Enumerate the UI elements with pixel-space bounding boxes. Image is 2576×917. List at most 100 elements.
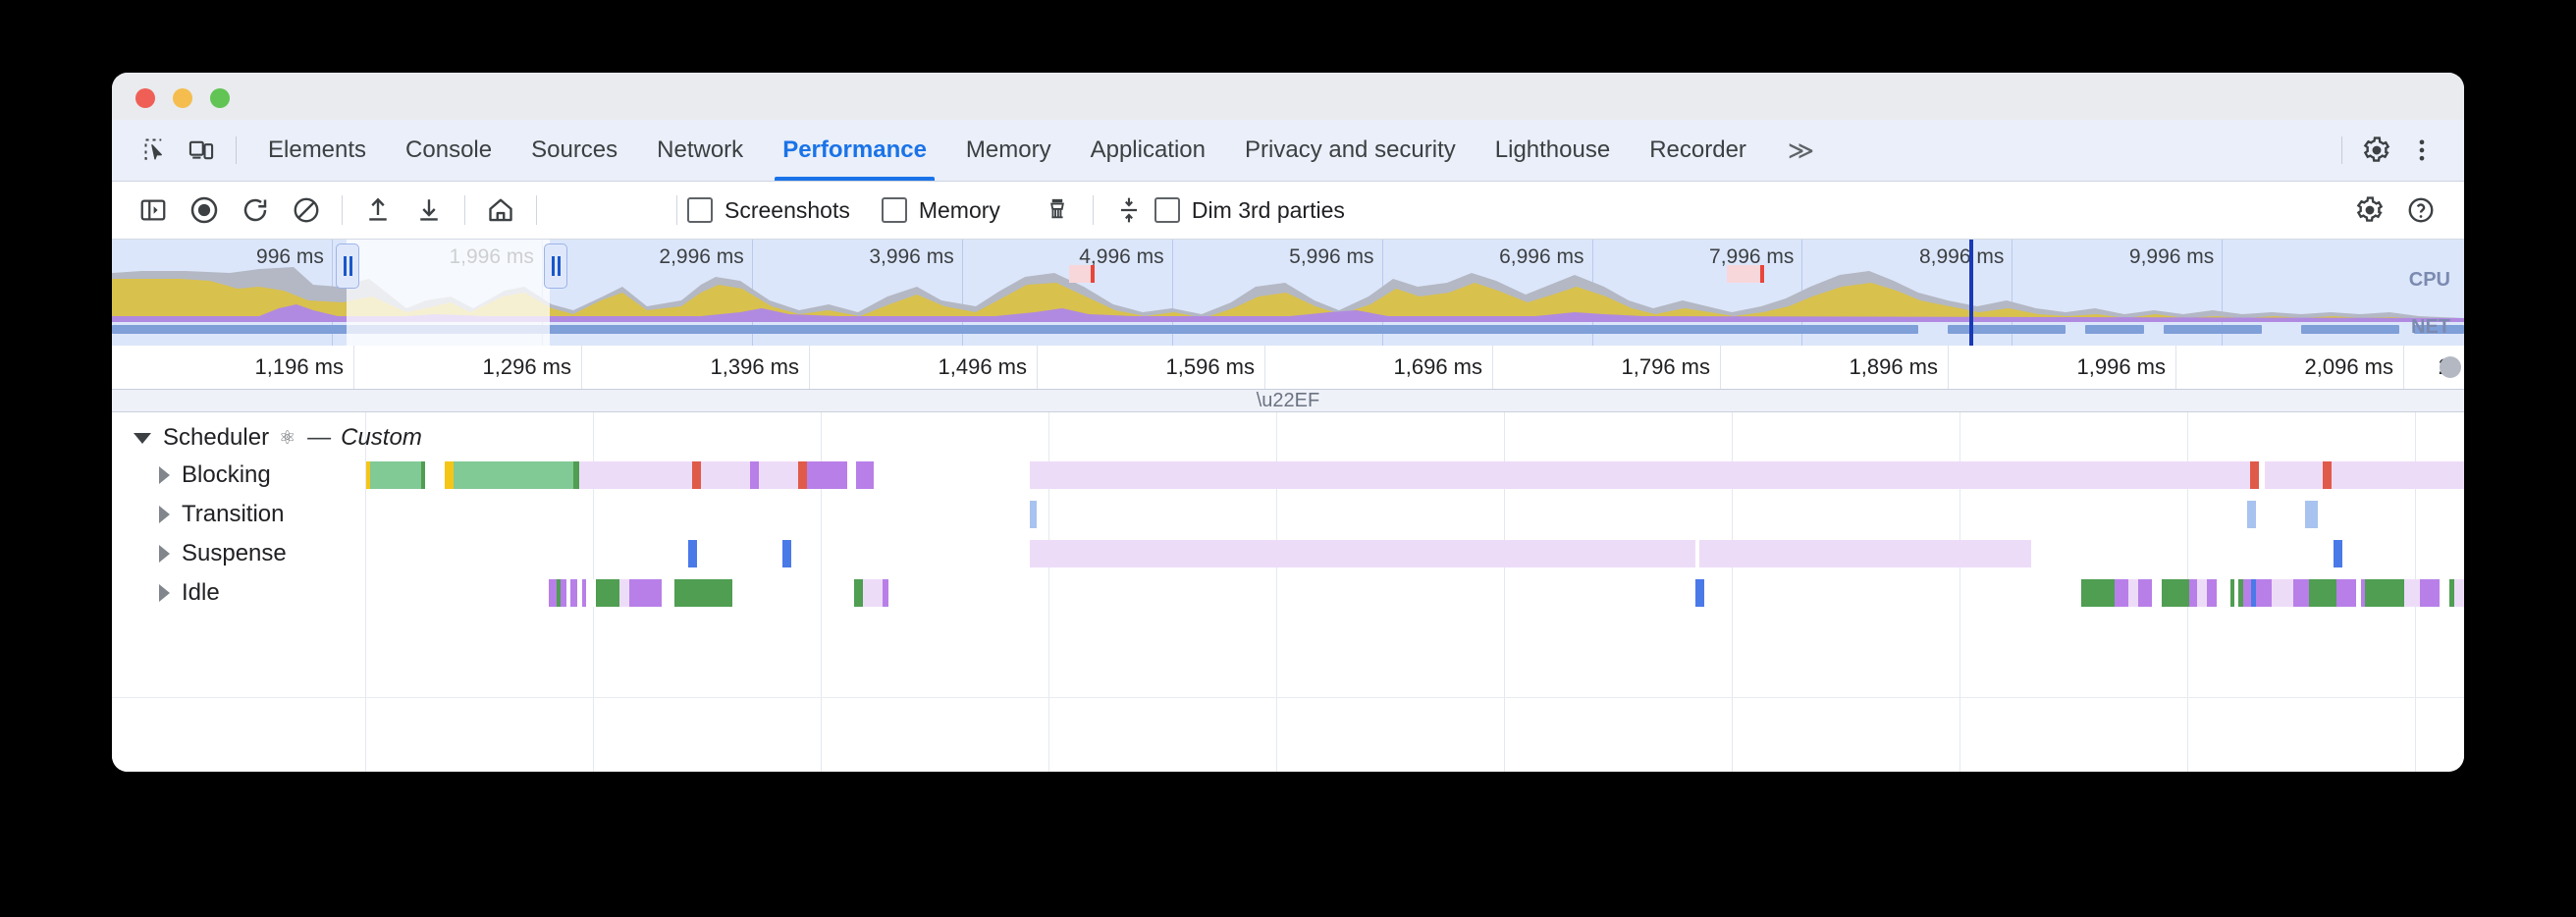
screenshots-checkbox[interactable] [687, 197, 713, 223]
track-row-blocking[interactable]: Blocking [112, 456, 271, 495]
track-row-idle[interactable]: Idle [112, 573, 220, 613]
settings-gear-icon[interactable] [2354, 128, 2399, 173]
chevron-down-icon[interactable] [134, 432, 151, 444]
flame-segment[interactable] [798, 461, 808, 489]
minimize-window-button[interactable] [173, 88, 192, 108]
flame-segment[interactable] [2449, 579, 2454, 607]
flame-segment[interactable] [2356, 579, 2361, 607]
inspect-element-icon[interactable] [134, 128, 179, 173]
memory-checkbox[interactable] [881, 197, 907, 223]
flame-segment[interactable] [2265, 461, 2323, 489]
toggle-sidebar-button[interactable] [128, 185, 179, 236]
timeline-overview[interactable]: 996 ms1,996 ms2,996 ms3,996 ms4,996 ms5,… [112, 240, 2464, 346]
flame-segment[interactable] [2128, 579, 2138, 607]
track-row-suspense[interactable]: Suspense [112, 534, 287, 573]
flame-segment[interactable] [579, 461, 693, 489]
flame-segment[interactable] [629, 579, 645, 607]
chevron-right-icon[interactable] [159, 545, 170, 563]
flame-segment[interactable] [596, 579, 619, 607]
capture-settings-icon[interactable] [2344, 185, 2395, 236]
flame-segment[interactable] [2247, 501, 2257, 528]
home-button[interactable] [475, 185, 526, 236]
dim-3rd-parties-checkbox[interactable] [1154, 197, 1180, 223]
flame-segment[interactable] [1699, 540, 2031, 567]
flame-segment[interactable] [2138, 579, 2152, 607]
close-window-button[interactable] [135, 88, 155, 108]
flame-segment[interactable] [586, 579, 596, 607]
tab-console[interactable]: Console [386, 120, 511, 181]
flame-segment[interactable] [2361, 579, 2365, 607]
flame-segment[interactable] [2189, 579, 2197, 607]
flame-segment[interactable] [454, 461, 573, 489]
flame-segment[interactable] [552, 579, 557, 607]
flame-segment[interactable] [807, 461, 847, 489]
overview-selected-window[interactable] [347, 240, 550, 346]
flame-segment[interactable] [561, 579, 566, 607]
flame-segment[interactable] [2152, 579, 2162, 607]
flame-segment[interactable] [2238, 579, 2243, 607]
track-segments-suspense[interactable] [365, 534, 2464, 573]
flame-segment[interactable] [701, 461, 750, 489]
track-segments-idle[interactable] [365, 573, 2464, 613]
flame-segment[interactable] [2304, 501, 2319, 528]
flame-segment[interactable] [2197, 579, 2207, 607]
flame-segment[interactable] [782, 540, 792, 567]
flame-segment[interactable] [863, 579, 883, 607]
memory-label[interactable]: Memory [918, 196, 1000, 223]
flame-segment[interactable] [687, 540, 697, 567]
window-controls[interactable] [135, 88, 230, 108]
flame-segment[interactable] [674, 579, 732, 607]
flame-segment[interactable] [2251, 579, 2256, 607]
flame-segment[interactable] [749, 461, 759, 489]
flame-segment[interactable] [2249, 461, 2259, 489]
flame-segment[interactable] [2234, 579, 2238, 607]
flame-segment[interactable] [883, 579, 888, 607]
tab-elements[interactable]: Elements [248, 120, 386, 181]
reload-and-record-button[interactable] [230, 185, 281, 236]
chevron-right-icon[interactable] [159, 506, 170, 523]
flame-chart[interactable]: Scheduler ⚛ — Custom Blocking Transition… [112, 412, 2464, 772]
flame-segment[interactable] [2162, 579, 2189, 607]
flame-segment[interactable] [2334, 540, 2343, 567]
track-row-transition[interactable]: Transition [112, 495, 284, 534]
flame-segment[interactable] [2243, 579, 2251, 607]
track-segments-transition[interactable] [365, 495, 2464, 534]
flame-segment[interactable] [2207, 579, 2217, 607]
flame-segment[interactable] [570, 579, 577, 607]
flame-segment[interactable] [2420, 579, 2440, 607]
flame-segment[interactable] [2331, 461, 2464, 489]
device-toolbar-icon[interactable] [179, 128, 224, 173]
tab-sources[interactable]: Sources [511, 120, 637, 181]
expand-collapse-icon[interactable] [1103, 185, 1154, 236]
record-button[interactable] [179, 185, 230, 236]
flame-segment[interactable] [758, 461, 799, 489]
flame-segment[interactable] [1030, 461, 2252, 489]
help-icon[interactable] [2395, 185, 2446, 236]
flame-segment[interactable] [1694, 579, 1704, 607]
flame-segment[interactable] [2440, 579, 2449, 607]
tab-network[interactable]: Network [637, 120, 763, 181]
tab-privacy-and-security[interactable]: Privacy and security [1225, 120, 1476, 181]
screenshots-label[interactable]: Screenshots [724, 196, 850, 223]
maximize-window-button[interactable] [210, 88, 230, 108]
upload-profile-button[interactable] [352, 185, 403, 236]
clear-button[interactable] [281, 185, 332, 236]
flame-segment[interactable] [854, 579, 863, 607]
download-profile-button[interactable] [403, 185, 455, 236]
flame-segment[interactable] [582, 579, 586, 607]
flame-segment[interactable] [855, 461, 874, 489]
horizontal-scroll-nub[interactable] [2440, 356, 2461, 378]
tab-application[interactable]: Application [1071, 120, 1225, 181]
flame-segment[interactable] [370, 461, 421, 489]
flame-segment[interactable] [566, 579, 570, 607]
flame-segment[interactable] [2365, 579, 2404, 607]
flame-segment[interactable] [2217, 579, 2230, 607]
tab-memory[interactable]: Memory [946, 120, 1071, 181]
flame-segment[interactable] [577, 579, 582, 607]
flame-segment[interactable] [2256, 579, 2272, 607]
more-options-icon[interactable] [2399, 128, 2444, 173]
tab-recorder[interactable]: Recorder [1630, 120, 1766, 181]
flame-segment[interactable] [445, 461, 455, 489]
flame-segment[interactable] [2272, 579, 2293, 607]
flame-segment[interactable] [619, 579, 629, 607]
